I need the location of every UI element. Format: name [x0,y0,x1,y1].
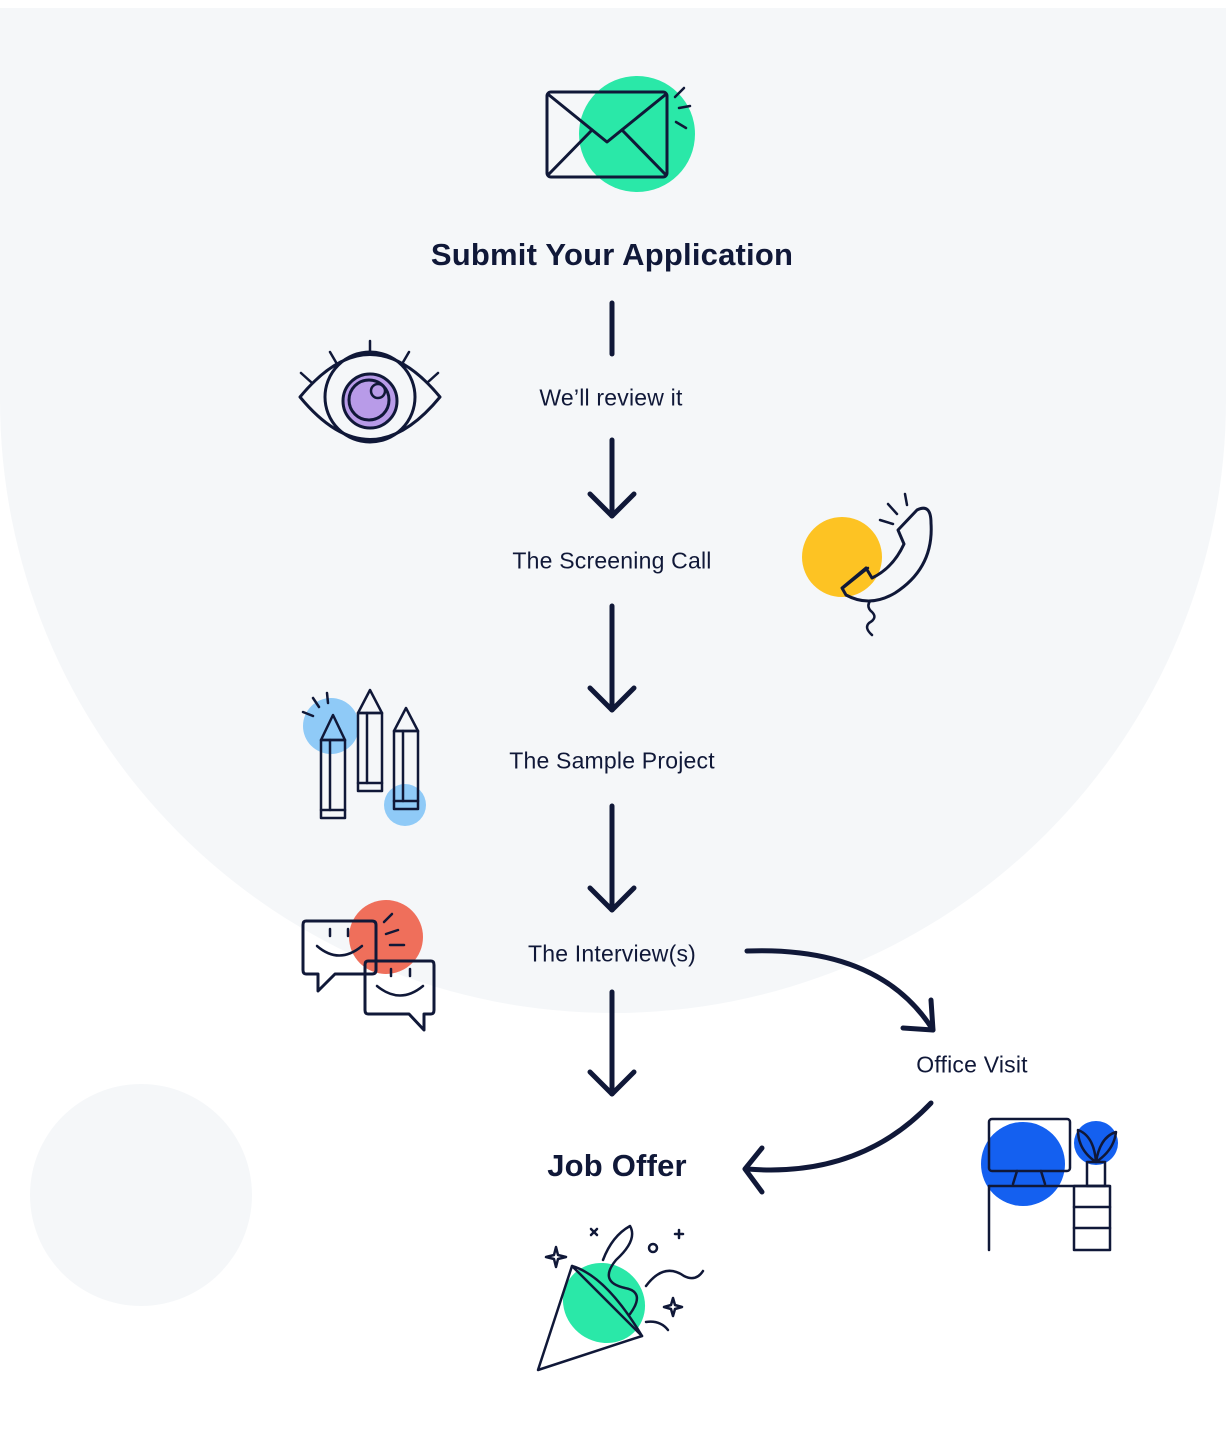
party-popper-icon [536,1224,705,1372]
step-review-label: We’ll review it [539,384,683,411]
arrow-screening-to-sample [587,603,637,713]
step-job-offer-label: Job Offer [547,1148,687,1183]
pencils-icon [301,688,426,826]
desk-computer-icon [981,1117,1118,1252]
arrow-interview-to-office [744,948,936,1033]
arrow-interview-to-offer [587,989,637,1097]
chat-bubbles-icon [301,900,436,1032]
step-office-visit-label: Office Visit [916,1051,1028,1078]
envelope-icon [545,76,695,192]
step-interview-label: The Interview(s) [527,940,697,967]
background-small-circle [30,1084,252,1306]
step-screening-call-label: The Screening Call [512,547,712,574]
arrow-review-to-screening [587,437,637,519]
arrow-sample-to-interview [587,803,637,913]
flow-connectors [587,300,936,1195]
step-sample-project-label: The Sample Project [509,747,715,774]
step-submit-application-label: Submit Your Application [430,237,794,272]
telephone-icon [802,492,933,637]
arrow-office-to-offer [742,1100,934,1195]
eye-icon [298,339,442,444]
